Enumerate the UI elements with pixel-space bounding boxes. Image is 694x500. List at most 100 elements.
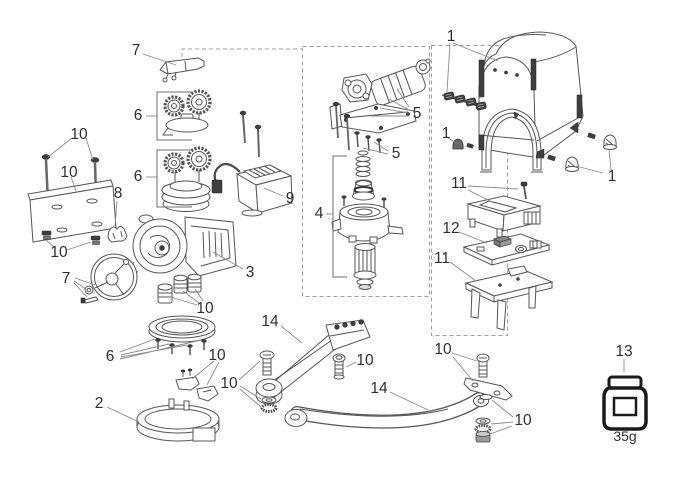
bracket-4 (332, 155, 347, 278)
leader-10-nuts (45, 239, 92, 251)
leader-11-bracket (467, 185, 519, 204)
parts (27, 31, 648, 443)
part-grease-jar (602, 375, 648, 431)
part-small-clips (175, 368, 219, 402)
leader-8-clip (114, 200, 118, 227)
gland (187, 273, 202, 293)
kit-box-motor (302, 46, 430, 297)
callout-1-cover-top: 1 (447, 28, 456, 45)
callout-10-bolts: 10 (70, 126, 88, 143)
part-gear-set-lower (161, 146, 212, 212)
part-end-washers (474, 417, 492, 443)
kit-box-cover (431, 45, 508, 336)
part-release-wheel (80, 253, 138, 304)
callout-6-ring: 6 (106, 348, 115, 365)
part-straight-arm (255, 319, 371, 405)
callout-10-arm-washers: 10 (220, 375, 238, 392)
leader-2 (106, 406, 140, 423)
leader-10-glands (170, 288, 204, 306)
part-end-bracket-bolt (463, 353, 513, 401)
callout-10-clips: 10 (208, 347, 226, 364)
leader-10-arm-bolt (345, 361, 357, 368)
callout-2-base: 2 (95, 395, 104, 412)
part-cable-glands (157, 273, 202, 304)
callout-12-board: 12 (442, 220, 459, 237)
leader-9 (263, 187, 284, 197)
grease-weight-label: 35g (613, 428, 636, 444)
part-retaining-clip (107, 226, 128, 243)
leader-1-left (447, 137, 456, 143)
part-bearing-ring (148, 315, 216, 355)
part-control-board (462, 233, 551, 266)
leader-7-bar (142, 53, 177, 66)
callout-14-arm-straight: 14 (261, 313, 279, 330)
part-gearbox-body (127, 214, 237, 277)
leader-14-curved (389, 391, 429, 411)
leader-14-straight (280, 325, 303, 344)
callout-7-wheel: 7 (62, 270, 71, 287)
kit-box-tail (181, 48, 302, 64)
bracket-6-lower (156, 149, 192, 208)
part-gear-set-upper (162, 89, 212, 136)
leader-3 (212, 251, 244, 270)
gland (157, 283, 173, 304)
callout-10-plate: 10 (60, 164, 78, 181)
callout-11-stand: 11 (434, 250, 450, 267)
dashed-kit-boxes (181, 45, 508, 336)
leader-10-arm-washers (238, 360, 262, 408)
callout-1-cover-left: 1 (442, 125, 451, 142)
callout-5-motor-lower: 5 (392, 145, 401, 162)
part-cover-grommet (452, 138, 474, 150)
callout-10-arm-bolt: 10 (356, 352, 374, 369)
part-mounting-plate (27, 179, 117, 243)
leader-10-clips (191, 360, 220, 386)
part-arm-bolt (332, 353, 346, 380)
callout-13-grease: 13 (615, 343, 632, 360)
part-arm-bolt-washers (259, 350, 278, 413)
part-plate-nuts (41, 230, 101, 245)
leader-1-right (575, 148, 612, 174)
callout-5-motor-upper: 5 (413, 105, 422, 122)
callout-14-arm-curved: 14 (370, 380, 388, 397)
leader-1-top (446, 42, 499, 93)
leader-10-end-washers (489, 399, 514, 435)
part-curved-arm (284, 392, 489, 429)
callout-10-glands: 10 (196, 300, 214, 317)
callout-8-clip: 8 (114, 185, 123, 202)
callout-10-nuts: 10 (50, 244, 68, 261)
leader-10-plate (70, 176, 77, 192)
leader-10-bolts (47, 137, 94, 161)
leader-10-bracket-bolt (451, 352, 478, 382)
part-cover-caps (547, 132, 617, 172)
callout-4-drive: 4 (315, 205, 324, 222)
motor-mount-screws (354, 131, 382, 154)
part-cover-screw-set (441, 91, 487, 111)
callout-7-bar: 7 (132, 42, 141, 59)
leader-12 (458, 231, 488, 244)
part-drive-shaft-kit (331, 150, 404, 290)
leader-11-stand (449, 261, 477, 282)
part-cover-housing (478, 31, 584, 173)
callout-10-end-washers: 10 (514, 412, 532, 429)
callout-10-bracket-bolt: 10 (434, 341, 452, 358)
leader-7-wheel (73, 277, 96, 298)
part-board-stand (464, 265, 554, 331)
callout-labels: 7 10 10 8 6 6 9 10 7 3 10 5 5 4 1 1 1 11… (50, 28, 636, 444)
leader-lines (45, 42, 625, 435)
leader-5-lower (362, 141, 389, 155)
callout-6-gearset-upper: 6 (134, 107, 143, 124)
gland (173, 274, 188, 294)
callout-9-transformer: 9 (286, 190, 295, 207)
part-release-lever-bar (159, 57, 205, 83)
part-control-bracket (466, 181, 542, 238)
part-motor-assembly (329, 58, 431, 154)
leader-5-upper (371, 88, 410, 117)
callout-3-body: 3 (246, 264, 255, 281)
part-base-ring (136, 398, 220, 442)
callout-11-bracket: 11 (451, 175, 467, 192)
callout-6-gearset-lower: 6 (134, 168, 143, 185)
part-transformer-block (211, 110, 293, 217)
leader-6-ring (119, 338, 202, 360)
